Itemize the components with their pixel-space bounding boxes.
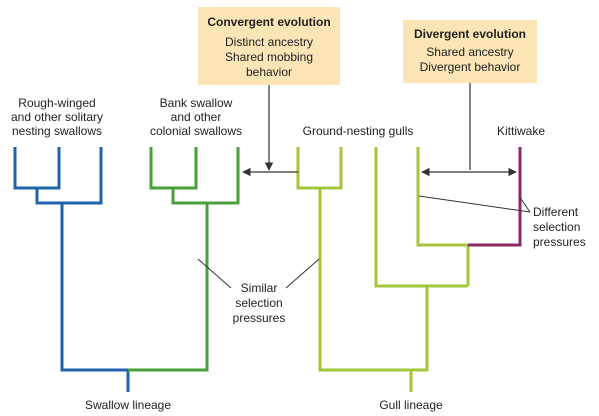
similar-leader-left [197,258,232,289]
divergent-line-2: Divergent behavior [420,60,521,74]
similar-label-line-2: selection [235,296,282,310]
gull-tree-light-green [296,147,470,392]
taxon-rough-winged-line-1: Rough-winged [18,96,95,110]
different-label-line-2: selection [533,220,580,234]
divergent-line-1: Shared ancestry [426,45,513,59]
divergent-title: Divergent evolution [414,27,526,41]
taxon-ground-nesting-gulls: Ground-nesting gulls [303,124,414,138]
convergent-line-3: behavior [246,65,292,79]
swallow-tree-green [128,147,240,372]
taxon-kittiwake: Kittiwake [497,124,545,138]
convergent-line-2: Shared mobbing [225,50,313,64]
similar-label-line-3: pressures [233,311,286,325]
similar-leader-right [285,258,320,289]
swallow-tree-blue [13,147,130,392]
taxon-bank-swallow-line-3: colonial swallows [150,124,242,138]
taxon-rough-winged-line-3: nesting swallows [12,124,102,138]
convergent-line-1: Distinct ancestry [225,35,313,49]
kittiwake-branch [468,147,522,247]
different-leader-right [518,195,531,213]
divergent-box [403,20,537,83]
taxon-rough-winged-line-2: and other solitary [11,110,103,124]
gull-lineage-label: Gull lineage [379,398,443,412]
different-label-line-3: pressures [533,235,586,249]
convergent-title: Convergent evolution [207,15,330,29]
taxon-bank-swallow-line-1: Bank swallow [160,96,233,110]
swallow-lineage-label: Swallow lineage [85,398,171,412]
different-leader-left [418,195,531,213]
different-label-line-1: Different [533,205,579,219]
convergent-box [198,7,340,85]
taxon-bank-swallow-line-2: and other [171,110,222,124]
similar-label-line-1: Similar [241,281,278,295]
